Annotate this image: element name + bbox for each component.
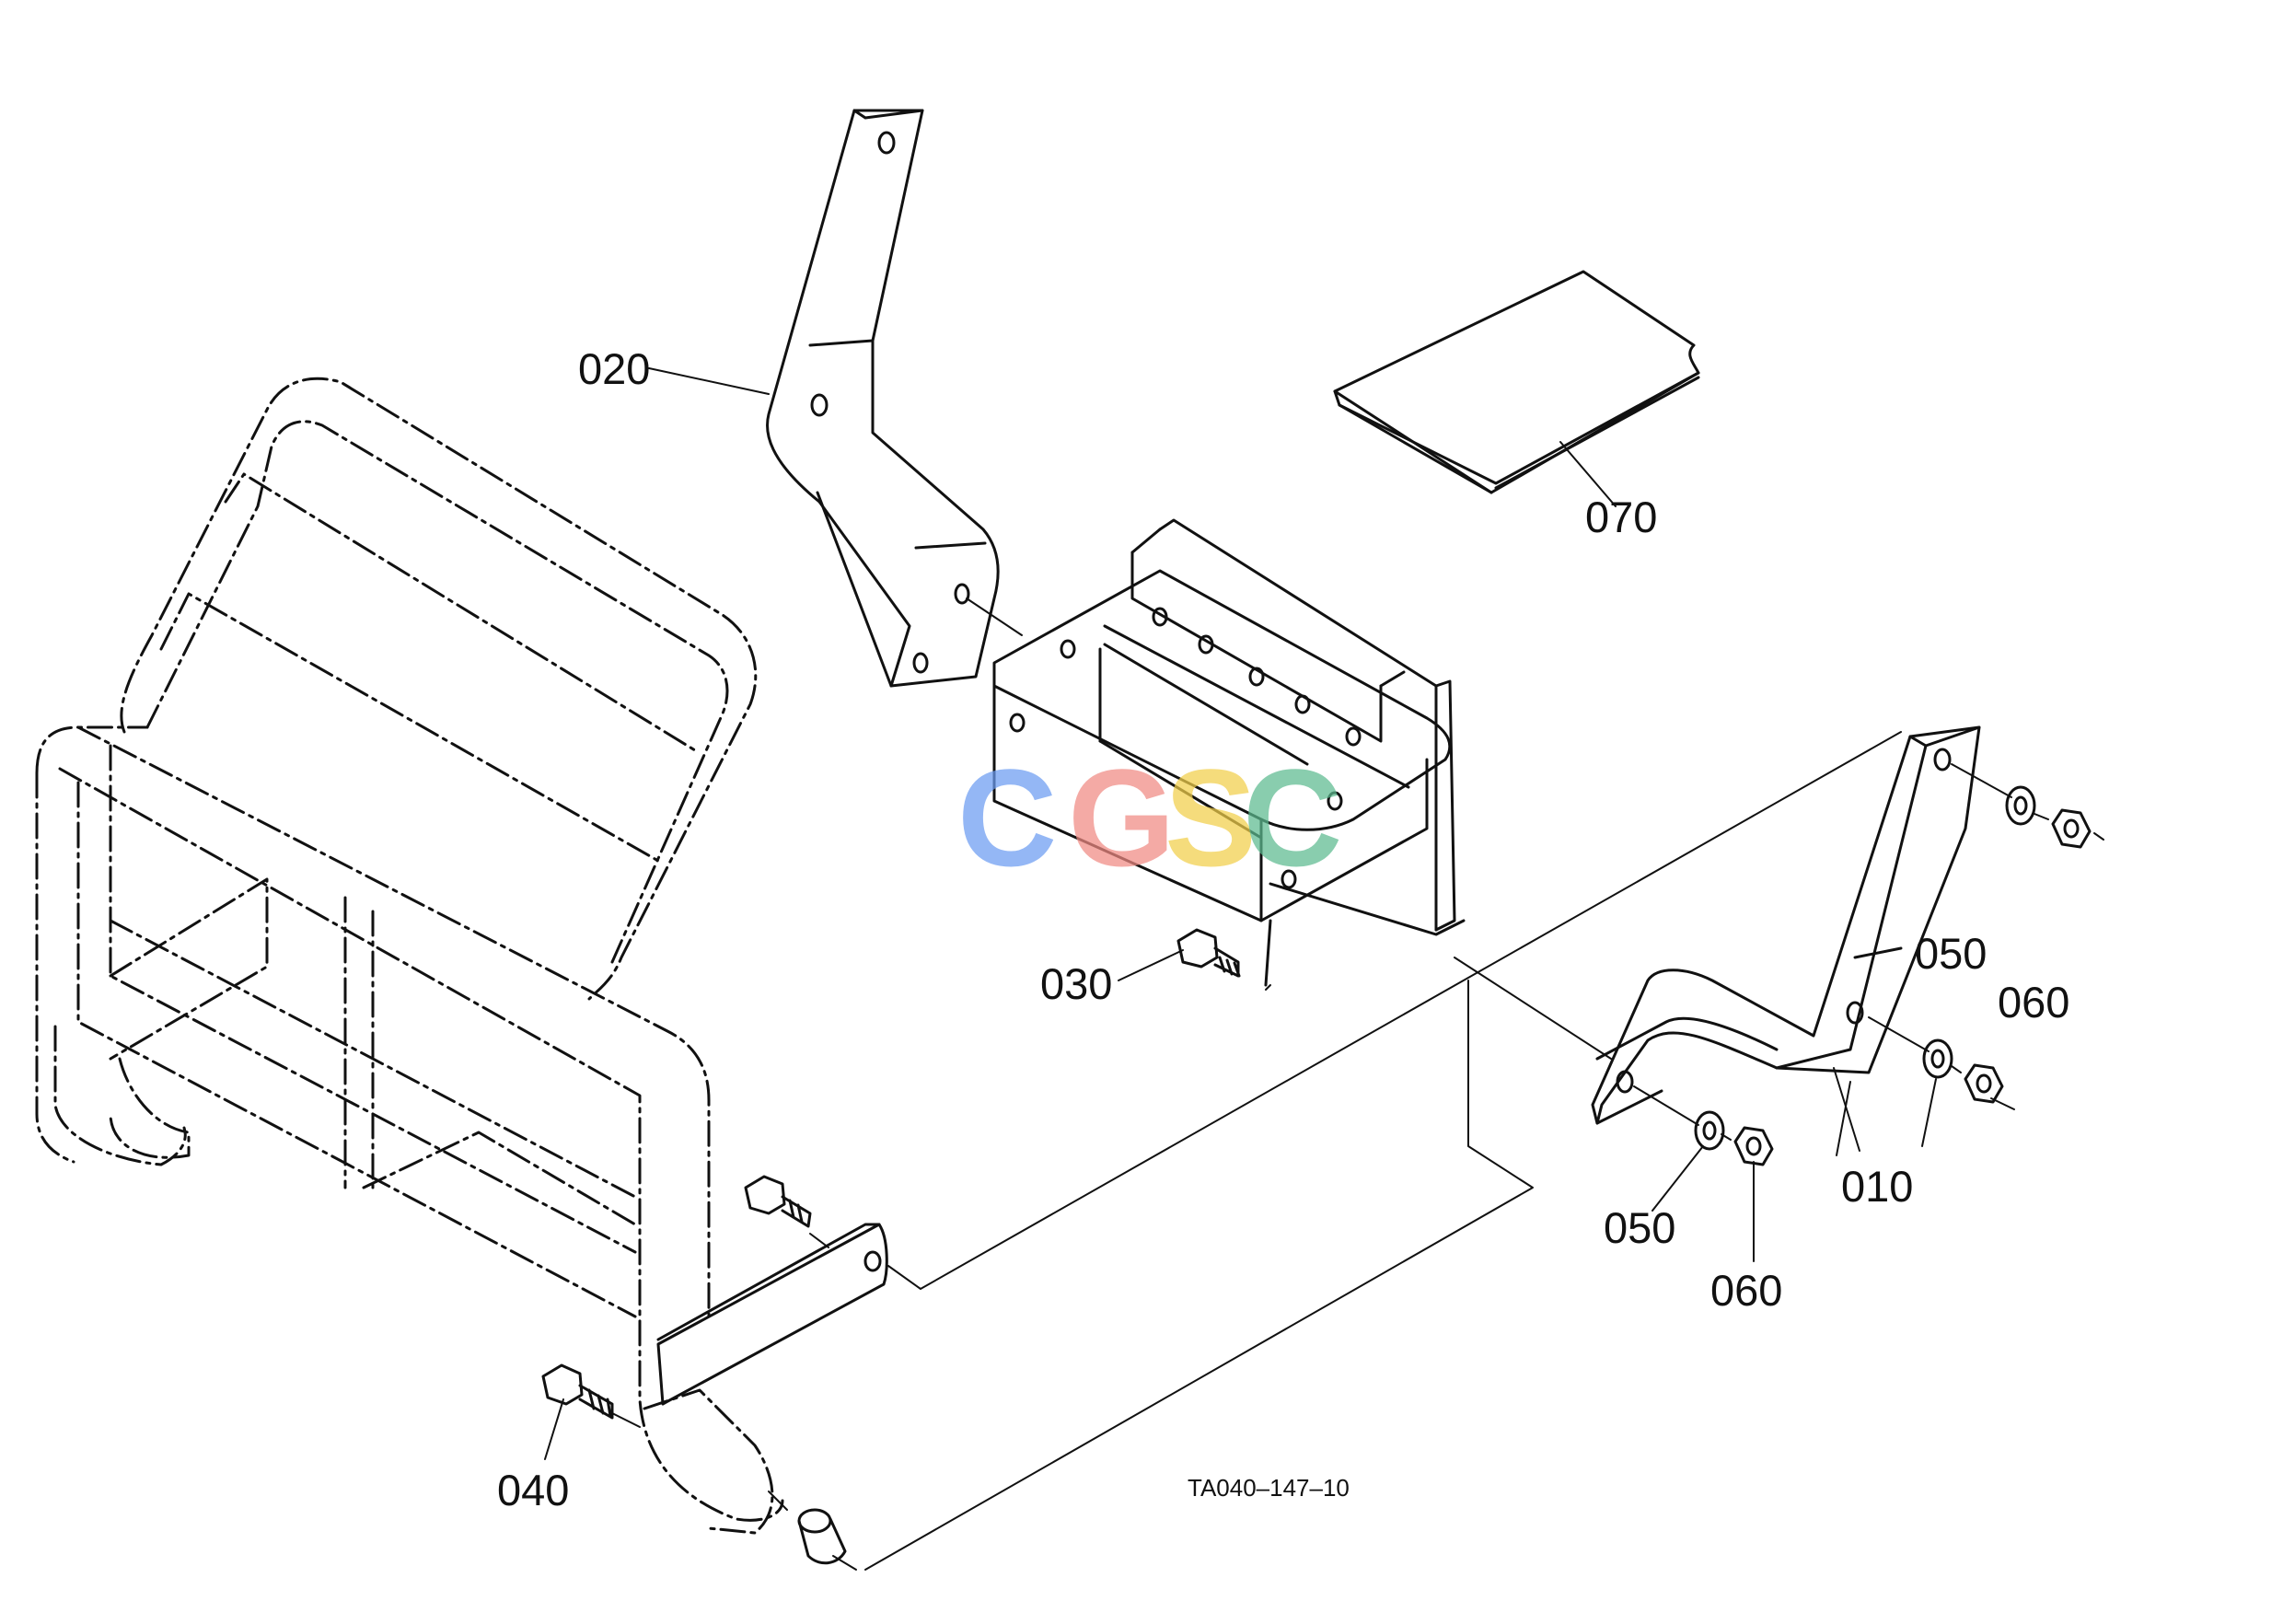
- part-070-pad: [1333, 270, 1700, 494]
- bolt-040: [541, 1363, 614, 1420]
- part-labels: 020 070 030 040 050 060 050 060 010 TA04…: [497, 344, 2069, 1514]
- part-020-bracket: [766, 109, 1000, 688]
- nut-top-right: [2051, 808, 2092, 849]
- part-label-060-right: 060: [1998, 978, 2069, 1027]
- part-label-050-right: 050: [1915, 929, 1987, 978]
- leader-lines: [544, 367, 2015, 1460]
- spacer-plate: [656, 1223, 888, 1406]
- battery-tray: [992, 518, 1466, 987]
- washer-top-right: [2005, 785, 2036, 826]
- part-label-020: 020: [578, 344, 650, 393]
- part-label-010: 010: [1841, 1162, 1913, 1211]
- front-bumper-frame: [35, 377, 784, 1535]
- washer-050-lower: [1694, 1110, 1725, 1151]
- watermark: C G S C: [957, 740, 1342, 895]
- part-label-040: 040: [497, 1466, 569, 1514]
- watermark-letter: S: [1165, 740, 1257, 895]
- part-label-030: 030: [1040, 959, 1112, 1008]
- watermark-letter: G: [1068, 740, 1176, 895]
- watermark-letter: C: [1243, 740, 1342, 895]
- nut-060-right: [1964, 1063, 2004, 1104]
- watermark-letter: C: [957, 740, 1057, 895]
- part-010-bracket: [1591, 725, 1981, 1125]
- figure-code: TA040–147–10: [1188, 1474, 1350, 1502]
- part-label-050-lower: 050: [1604, 1203, 1675, 1252]
- washer-050-right: [1922, 1038, 1953, 1079]
- assembly-lines: [611, 597, 2104, 1571]
- nut-060-lower: [1733, 1126, 1774, 1166]
- collar: [797, 1508, 847, 1565]
- bolt-030: [1176, 928, 1241, 978]
- bolt-upper: [744, 1175, 812, 1228]
- part-label-070: 070: [1585, 493, 1657, 541]
- part-label-060-lower: 060: [1710, 1266, 1782, 1315]
